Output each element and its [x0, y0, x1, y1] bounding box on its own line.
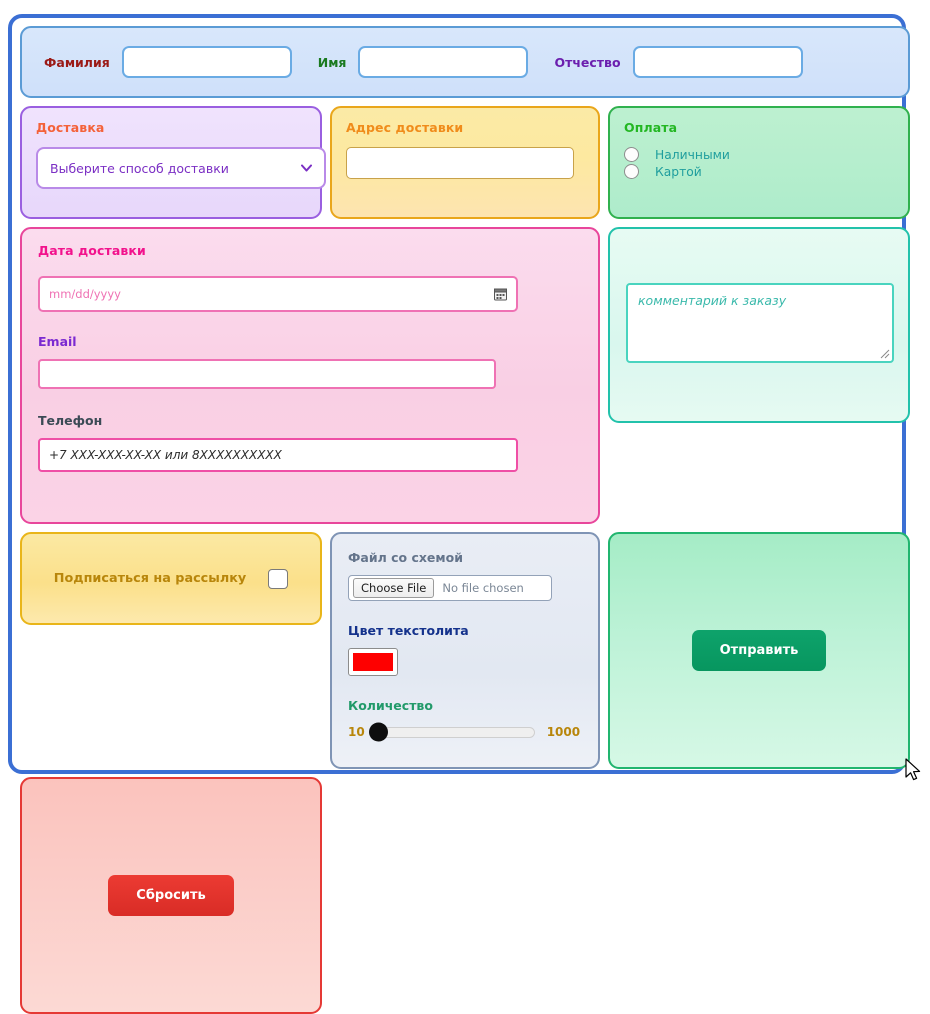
patronymic-input[interactable]	[632, 46, 803, 78]
radio-card[interactable]	[624, 164, 639, 179]
payment-legend: Оплата	[624, 120, 678, 135]
reset-panel: Сбросить	[20, 777, 322, 1014]
file-label: Файл со схемой	[348, 550, 463, 565]
quantity-slider-row: 10 1000	[348, 722, 582, 742]
email-label: Email	[38, 334, 77, 349]
phone-placeholder: +7 XXX-XXX-XX-XX или 8XXXXXXXXXX	[49, 448, 282, 462]
address-legend: Адрес доставки	[346, 120, 464, 135]
submit-panel: Отправить	[608, 532, 910, 769]
date-contact-panel: Дата доставки mm/dd/yyyy Email Телефон +…	[20, 227, 600, 524]
color-picker[interactable]	[348, 648, 398, 676]
email-input[interactable]	[38, 359, 496, 389]
quantity-slider[interactable]	[368, 722, 535, 742]
address-input[interactable]	[346, 147, 574, 179]
payment-panel: Оплата Наличными Картой	[608, 106, 910, 219]
delivery-method-panel: Доставка Выберите способ доставки	[20, 106, 326, 219]
patronymic-label: Отчество	[554, 54, 621, 70]
personal-name-panel: Фамилия Имя Отчество	[20, 26, 910, 98]
comment-textarea[interactable]: комментарий к заказу	[626, 283, 894, 363]
firstname-label: Имя	[317, 54, 347, 70]
phone-label: Телефон	[38, 413, 103, 428]
file-options-panel: Файл со схемой Choose File No file chose…	[330, 532, 600, 769]
payment-option-card[interactable]: Картой	[624, 164, 894, 179]
surname-input[interactable]	[121, 46, 292, 78]
quantity-slider-thumb[interactable]	[368, 722, 388, 742]
submit-button[interactable]: Отправить	[691, 630, 827, 671]
surname-label: Фамилия	[44, 54, 110, 70]
delivery-date-input[interactable]: mm/dd/yyyy	[38, 276, 518, 312]
payment-option-card-label: Картой	[655, 164, 702, 179]
firstname-input[interactable]	[358, 46, 529, 78]
choose-file-button[interactable]: Choose File	[353, 578, 435, 598]
delivery-date-legend: Дата доставки	[38, 243, 146, 258]
radio-cash[interactable]	[624, 147, 639, 162]
color-swatch	[353, 653, 393, 671]
delivery-legend: Доставка	[36, 120, 105, 135]
delivery-method-value: Выберите способ доставки	[50, 160, 229, 176]
order-form: Фамилия Имя Отчество Доставка Выберите с…	[8, 14, 910, 1014]
delivery-address-panel: Адрес доставки	[330, 106, 600, 219]
reset-button[interactable]: Сбросить	[108, 875, 234, 916]
quantity-min-label: 10	[348, 725, 365, 739]
quantity-max-label: 1000	[546, 725, 581, 739]
chevron-down-icon	[301, 164, 312, 172]
newsletter-panel: Подписаться на рассылку	[20, 532, 322, 625]
comment-panel: комментарий к заказу	[608, 227, 910, 423]
quantity-label: Количество	[348, 698, 433, 713]
newsletter-checkbox[interactable]	[268, 568, 289, 589]
calendar-icon[interactable]	[494, 288, 507, 301]
payment-option-cash-label: Наличными	[655, 147, 730, 162]
color-label: Цвет текстолита	[348, 623, 469, 638]
file-input[interactable]: Choose File No file chosen	[348, 575, 552, 601]
phone-input[interactable]: +7 XXX-XXX-XX-XX или 8XXXXXXXXXX	[38, 438, 518, 472]
delivery-method-select[interactable]: Выберите способ доставки	[36, 147, 326, 189]
file-status-text: No file chosen	[442, 581, 524, 595]
payment-option-cash[interactable]: Наличными	[624, 147, 894, 162]
delivery-date-placeholder: mm/dd/yyyy	[49, 287, 121, 301]
resize-handle-icon[interactable]	[880, 349, 890, 359]
comment-placeholder: комментарий к заказу	[638, 293, 787, 308]
newsletter-label: Подписаться на рассылку	[53, 571, 247, 586]
